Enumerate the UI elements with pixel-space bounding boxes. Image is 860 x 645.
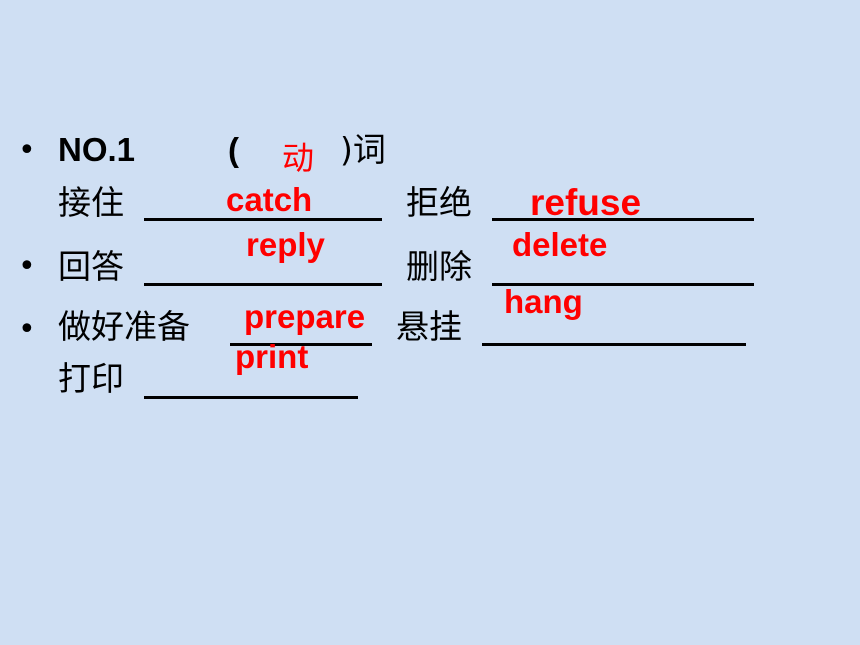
prompt-catch: 接住 bbox=[58, 183, 124, 222]
heading-no-label: NO.1 bbox=[58, 131, 136, 168]
answer-blank bbox=[144, 396, 358, 399]
prompt-refuse: 拒绝 bbox=[406, 183, 472, 222]
bullet-marker: • bbox=[18, 249, 36, 284]
answer-reply: reply bbox=[246, 226, 325, 263]
answer-blank bbox=[492, 283, 754, 286]
prompt-delete: 删除 bbox=[406, 247, 472, 286]
answer-blank bbox=[144, 283, 382, 286]
answer-hang: hang bbox=[504, 283, 583, 320]
answer-print: print bbox=[235, 338, 309, 375]
prompt-reply: 回答 bbox=[58, 247, 124, 286]
prompt-print: 打印 bbox=[58, 359, 124, 398]
heading-paren-close: )词 bbox=[340, 130, 386, 169]
answer-refuse: refuse bbox=[530, 182, 642, 223]
heading-answer: 动 bbox=[282, 139, 315, 177]
prompt-hang: 悬挂 bbox=[396, 307, 462, 346]
prompt-prepare: 做好准备 bbox=[58, 307, 190, 346]
answer-prepare: prepare bbox=[244, 298, 366, 335]
answer-catch: catch bbox=[226, 181, 313, 218]
answer-delete: delete bbox=[512, 226, 608, 263]
answer-blank bbox=[230, 343, 372, 346]
answer-blank bbox=[482, 343, 746, 346]
answer-blank bbox=[144, 218, 382, 221]
bullet-marker: • bbox=[18, 312, 36, 347]
answer-blank bbox=[492, 218, 754, 221]
bullet-marker: • bbox=[18, 133, 36, 168]
heading-paren-open: ( bbox=[228, 131, 239, 168]
